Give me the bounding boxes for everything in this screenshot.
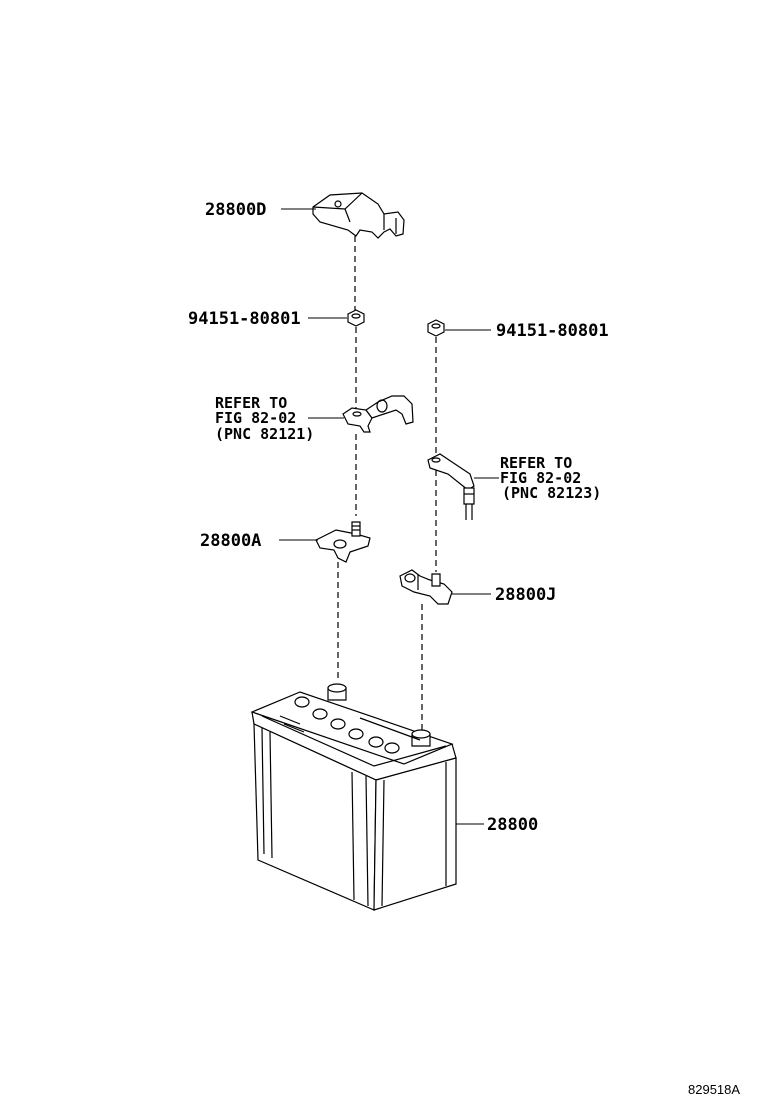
- negative-clamp: [399, 569, 453, 605]
- label-negative-clamp: 28800J: [495, 585, 556, 605]
- label-nut-left: 94151-80801: [188, 309, 301, 329]
- positive-clamp: [315, 521, 371, 563]
- label-battery: 28800: [487, 815, 538, 835]
- negative-cable-bracket: [427, 453, 475, 520]
- ref-left-line3: (PNC 82121): [215, 425, 314, 443]
- ref-right-line2: FIG 82-02: [500, 469, 581, 487]
- label-positive-clamp: 28800A: [200, 531, 261, 551]
- terminal-cover: [312, 192, 405, 239]
- label-nut-right: 94151-80801: [496, 321, 609, 341]
- nut-right: [427, 319, 445, 337]
- ref-right-line1: REFER TO: [500, 454, 572, 472]
- ref-left-line2: FIG 82-02: [215, 409, 296, 427]
- figure-id: 829518A: [688, 1082, 740, 1097]
- ref-left-line1: REFER TO: [215, 394, 287, 412]
- battery: [250, 683, 457, 911]
- positive-cable-terminal: [342, 395, 414, 433]
- nut-left: [347, 309, 365, 327]
- label-terminal-cover: 28800D: [205, 200, 266, 220]
- ref-right-line3: (PNC 82123): [502, 484, 601, 502]
